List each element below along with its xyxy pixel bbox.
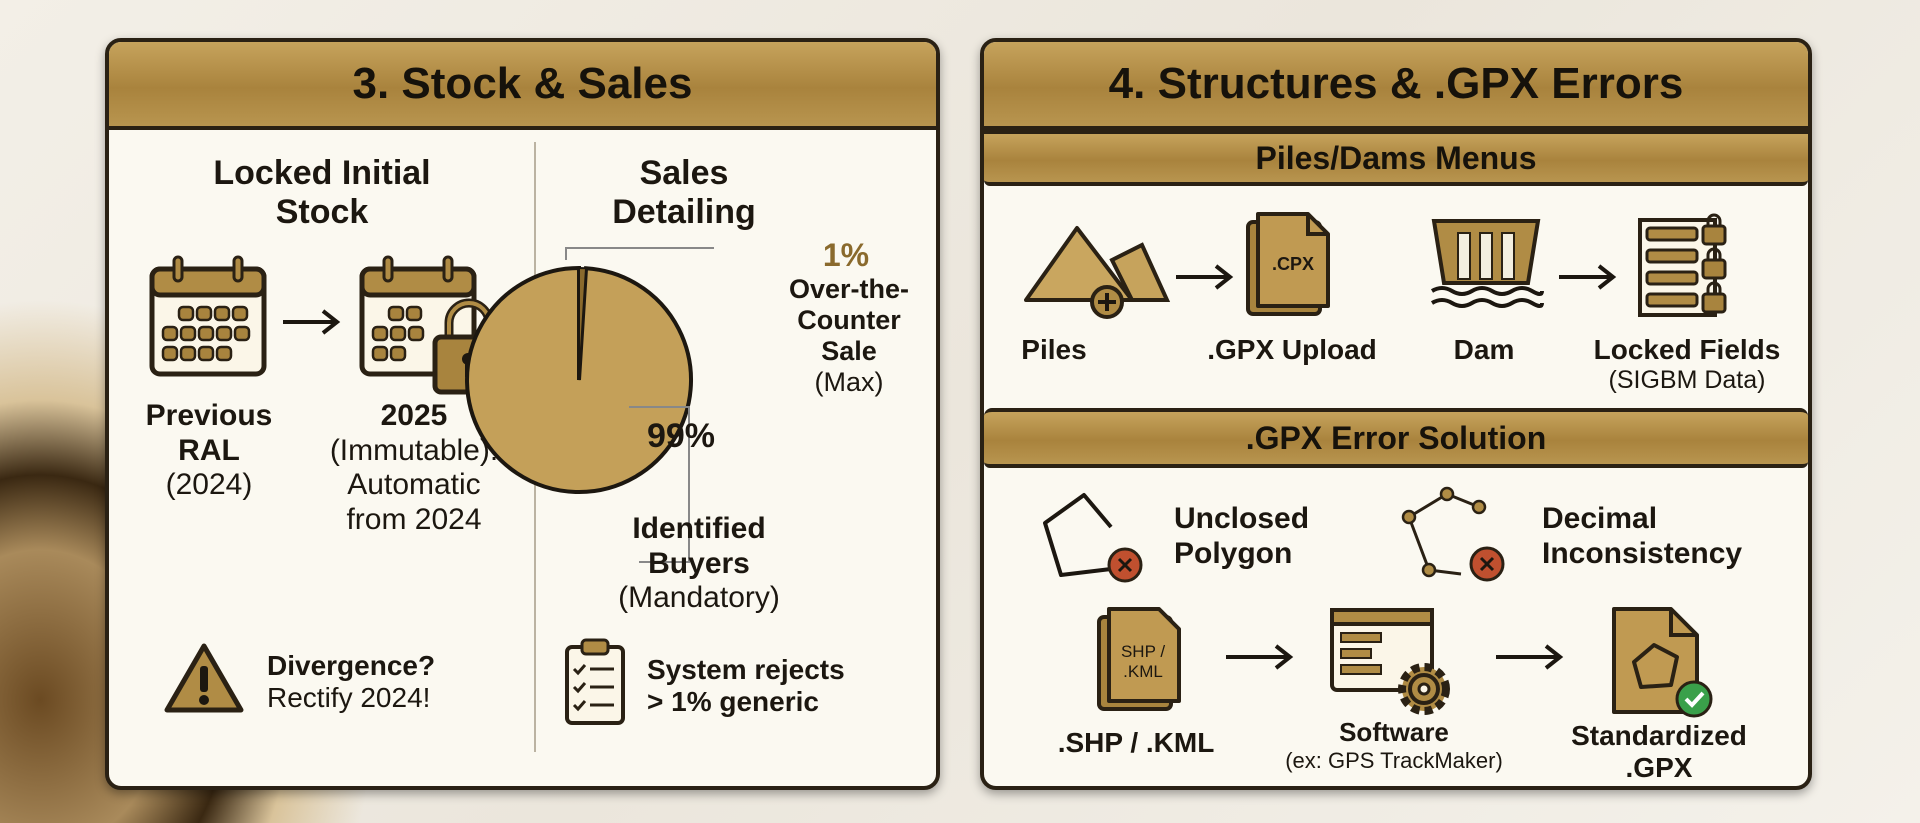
calendar-icon xyxy=(149,255,267,377)
arrow-icon xyxy=(1496,644,1564,670)
arrow-icon xyxy=(1559,264,1617,290)
svg-text:SHP /: SHP / xyxy=(1121,642,1165,661)
clipboard-checklist-icon xyxy=(565,638,625,725)
svg-text:.KML: .KML xyxy=(1123,662,1163,681)
unclosed-polygon-icon xyxy=(1043,493,1143,583)
gpx-file-icon: .CPX xyxy=(1246,212,1330,316)
dam-icon xyxy=(1430,219,1544,308)
warning-icon xyxy=(164,643,244,713)
pile-icon xyxy=(1024,226,1171,319)
standardized-gpx-file-icon xyxy=(1612,607,1713,718)
panel-title: 3. Stock & Sales xyxy=(109,42,936,130)
locked-fields-label: Locked Fields(SIGBM Data) xyxy=(1593,334,1781,395)
sales-pie-chart xyxy=(465,265,693,494)
dam-label: Dam xyxy=(1453,334,1515,365)
gpx-upload-label: .GPX Upload xyxy=(1207,334,1377,365)
standardized-gpx-label: Standardized.GPX xyxy=(1571,720,1747,784)
software-label: Software(ex: GPS TrackMaker) xyxy=(1285,717,1503,773)
otc-percent: 1% xyxy=(822,237,870,273)
arrow-icon xyxy=(1226,644,1294,670)
piles-label: Piles xyxy=(1021,334,1087,365)
piles-dams-menus-header: Piles/Dams Menus xyxy=(984,130,1808,186)
arrow-icon xyxy=(283,309,341,335)
gpx-error-solution-header: .GPX Error Solution xyxy=(984,408,1808,468)
software-gear-icon xyxy=(1330,608,1450,715)
otc-leader-line xyxy=(565,247,714,260)
shp-kml-label: .SHP / .KML xyxy=(1057,727,1215,758)
locked-fields-icon xyxy=(1638,213,1727,317)
decimal-inconsistency-icon xyxy=(1401,486,1505,582)
rejection-rule: System rejects> 1% generic xyxy=(647,654,845,718)
arrow-icon xyxy=(1176,264,1234,290)
svg-text:.CPX: .CPX xyxy=(1272,254,1314,274)
buyers-percent: 99% xyxy=(646,417,716,455)
buyers-leader-line xyxy=(629,406,690,563)
shp-kml-file-icon: SHP /.KML xyxy=(1097,607,1181,711)
divergence-warning: Divergence?Rectify 2024! xyxy=(267,650,436,714)
structures-panel: 4. Structures & .GPX Errors Piles/Dams M… xyxy=(980,38,1812,790)
locked-calendar-icon xyxy=(359,255,504,395)
pie-slice-over-the-counter xyxy=(578,266,588,381)
panel-title: 4. Structures & .GPX Errors xyxy=(984,42,1808,130)
